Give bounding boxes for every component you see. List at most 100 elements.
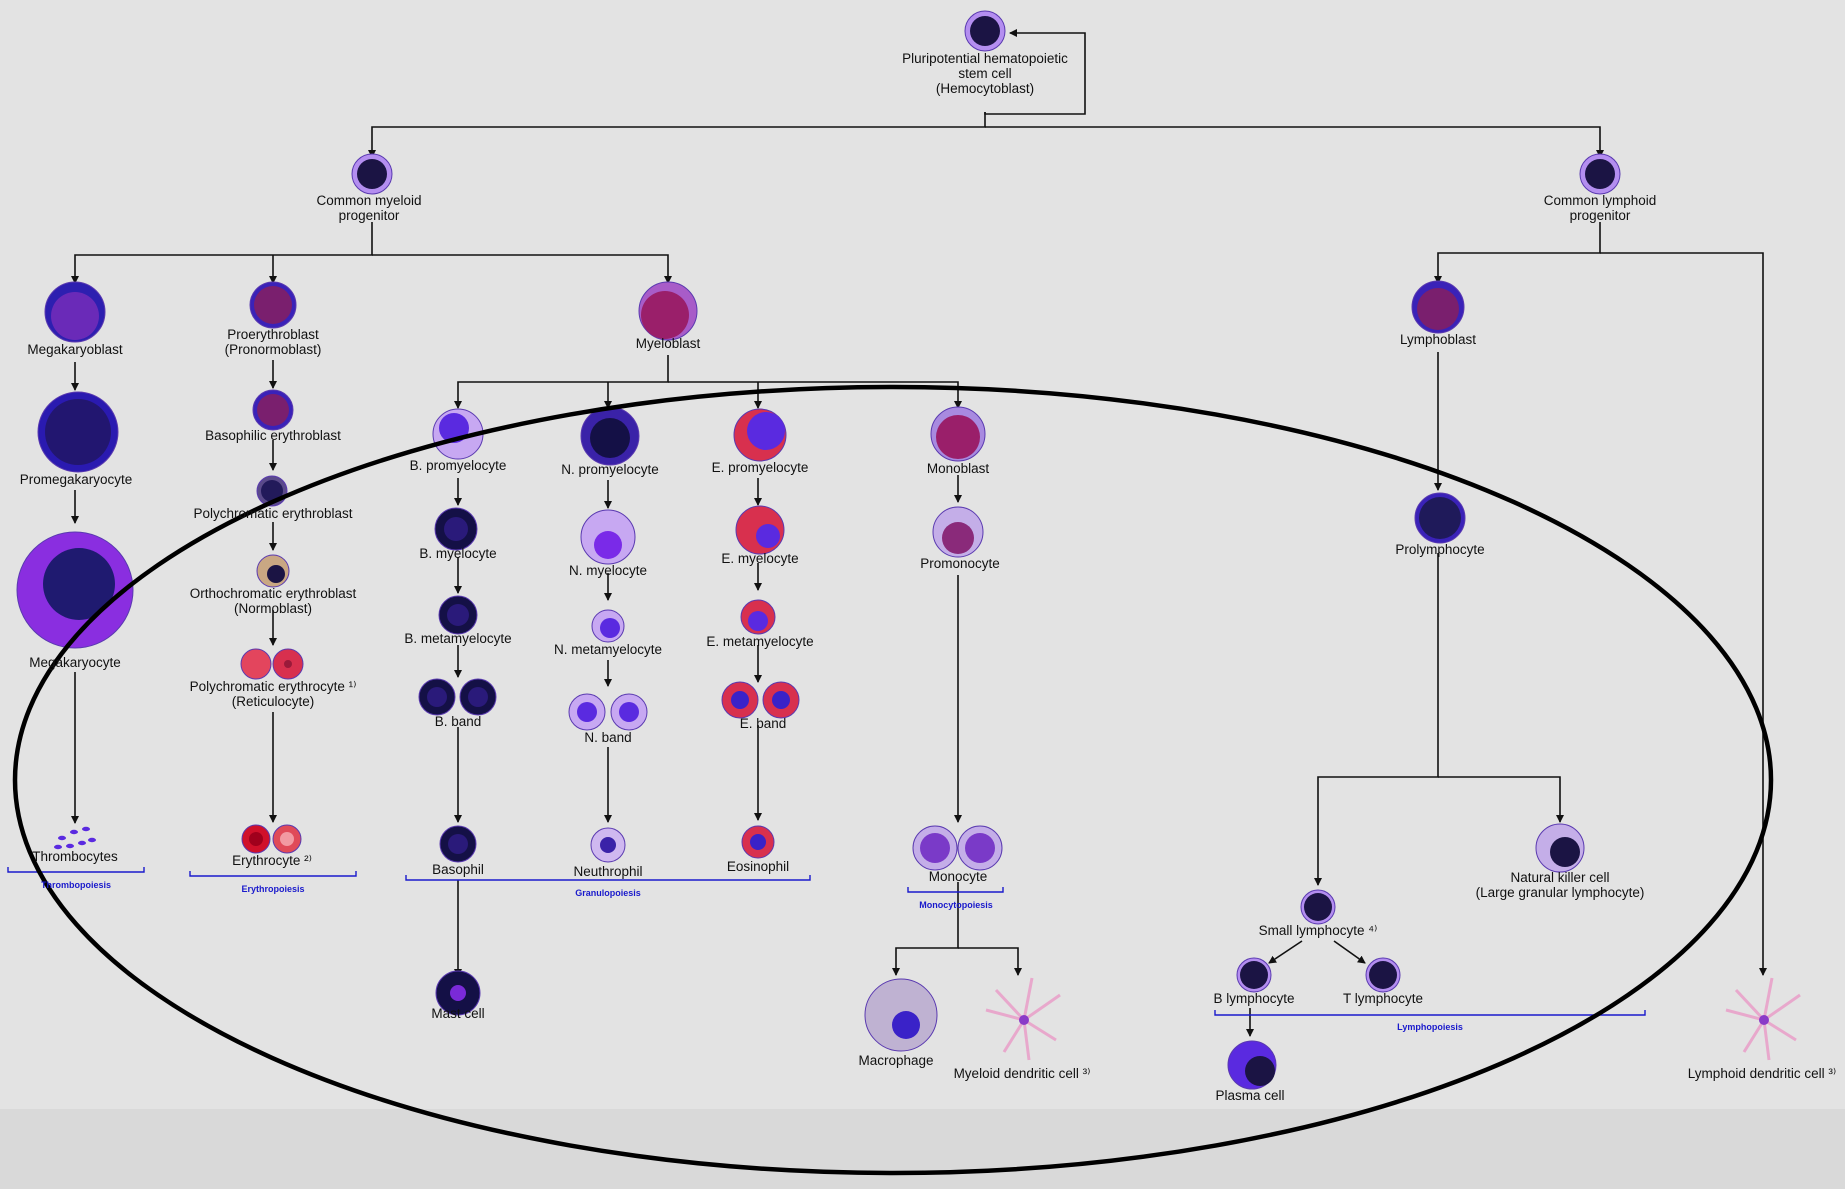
n-band-icon-a [568,693,606,731]
polychromatic-erythrocyte-label: Polychromatic erythrocyte ¹⁾ (Reticulocy… [189,679,357,709]
proerythroblast-label: Proerythroblast (Pronormoblast) [224,327,322,357]
promegakaryocyte-icon [37,391,119,473]
promegakaryocyte-label: Promegakaryocyte [19,472,133,487]
connector-line [1314,553,1439,886]
lymphoid-progenitor-label: Common lymphoid progenitor [1543,193,1657,223]
myeloblast-label: Myeloblast [635,336,701,351]
nk-cell-icon [1535,823,1585,873]
cell-illustrations [16,10,1801,1090]
e-band-label: E. band [739,716,787,731]
lymphoid-progenitor-icon [1579,153,1621,195]
n-band-label: N. band [584,730,632,745]
b-myelocyte-icon [434,507,478,551]
e-myelocyte-icon [735,505,785,555]
orthochromatic-erythroblast-icon [256,554,290,588]
connector-line [668,381,962,409]
connector-line [368,112,986,158]
orthochromatic-erythroblast-label: Orthochromatic erythroblast (Normoblast) [189,586,357,616]
megakaryocyte-icon [16,531,134,649]
small-lymphocyte-icon [1300,889,1336,925]
connector-line [892,882,959,976]
e-band-icon-b [762,681,800,719]
neutrophil-label: Neuthrophil [573,864,643,879]
neutrophil-icon [590,827,626,863]
eosinophil-label: Eosinophil [726,859,790,874]
b-band-label: B. band [434,714,482,729]
eosinophil-icon [741,825,775,859]
reticulocyte-icon-b [272,648,304,680]
monoblast-label: Monoblast [926,461,990,476]
b-promyelocyte-label: B. promyelocyte [409,458,507,473]
connector-line [372,254,672,284]
connector-line [71,222,373,284]
prolymphocyte-icon [1414,492,1466,544]
lymphoid-dendritic-label: Lymphoid dendritic cell ³⁾ [1687,1066,1837,1081]
e-metamyelocyte-icon [740,599,776,635]
thrombocytes-icon [54,826,96,850]
connector-line [454,355,669,409]
connector-line [1434,222,1601,284]
process-brackets [7,867,1646,1016]
n-metamyelocyte-icon [591,609,625,643]
small-lymphocyte-label: Small lymphocyte ⁴⁾ [1258,923,1378,938]
granulopoiesis-label: Granulopoiesis [575,888,641,898]
b-band-icon-a [418,678,456,716]
process-bracket [7,867,145,873]
promonocyte-label: Promonocyte [920,556,1000,571]
erythrocyte-icon-b [272,824,302,854]
stem-cell-icon [964,10,1006,52]
plasma-cell-label: Plasma cell [1215,1088,1285,1103]
basophilic-erythroblast-label: Basophilic erythroblast [205,428,341,443]
erythrocyte-icon-a [241,824,271,854]
basophilic-erythroblast-icon [252,389,294,431]
n-promyelocyte-icon [580,406,640,466]
thrombopoiesis-label: Thrombopoiesis [40,880,112,890]
connector-line [985,126,1604,158]
megakaryoblast-icon [44,281,106,343]
e-band-icon-a [721,681,759,719]
megakaryocyte-label: Megakaryocyte [29,655,121,670]
connector-line [1438,776,1564,823]
connector-line [958,947,1022,976]
e-metamyelocyte-label: E. metamyelocyte [706,634,814,649]
b-metamyelocyte-icon [438,595,478,635]
polychromatic-erythroblast-label: Polychromatic erythroblast [193,506,353,521]
connector-lines [71,29,1767,1037]
self-renewal-loop [984,29,1086,115]
process-bracket [1214,1010,1646,1016]
basophil-label: Basophil [432,862,484,877]
myeloid-dendritic-cell-icon [985,977,1061,1061]
connector-line [1600,252,1767,976]
prolymphocyte-label: Prolymphocyte [1395,542,1485,557]
b-myelocyte-label: B. myelocyte [419,546,497,561]
b-metamyelocyte-label: B. metamyelocyte [404,631,512,646]
erythropoiesis-label: Erythropoiesis [241,884,305,894]
b-lymphocyte-icon [1236,957,1272,993]
bottom-band [0,1109,1845,1189]
b-lymphocyte-label: B lymphocyte [1213,991,1295,1006]
myeloid-progenitor-label: Common myeloid progenitor [316,193,422,223]
n-myelocyte-label: N. myelocyte [568,563,648,578]
process-bracket [907,887,1004,893]
mast-cell-label: Mast cell [431,1006,485,1021]
b-band-icon-b [459,678,497,716]
e-promyelocyte-icon [733,408,787,462]
t-lymphocyte-icon [1365,957,1401,993]
erythrocyte-label: Erythrocyte ²⁾ [232,853,312,868]
process-bracket [189,871,357,877]
lymphoid-dendritic-cell-icon [1725,977,1801,1061]
lymphoblast-icon [1411,280,1465,334]
e-promyelocyte-label: E. promyelocyte [711,460,809,475]
nk-cell-label: Natural killer cell (Large granular lymp… [1475,870,1645,900]
monoblast-icon [930,406,986,462]
plasma-cell-icon [1227,1040,1277,1090]
thrombocytes-label: Thrombocytes [32,849,118,864]
myeloblast-icon [638,281,698,341]
monocyte-label: Monocyte [928,869,988,884]
macrophage-label: Macrophage [858,1053,934,1068]
lymphoblast-label: Lymphoblast [1399,332,1477,347]
n-promyelocyte-label: N. promyelocyte [561,462,659,477]
lymphopoiesis-label: Lymphopoiesis [1397,1022,1463,1032]
